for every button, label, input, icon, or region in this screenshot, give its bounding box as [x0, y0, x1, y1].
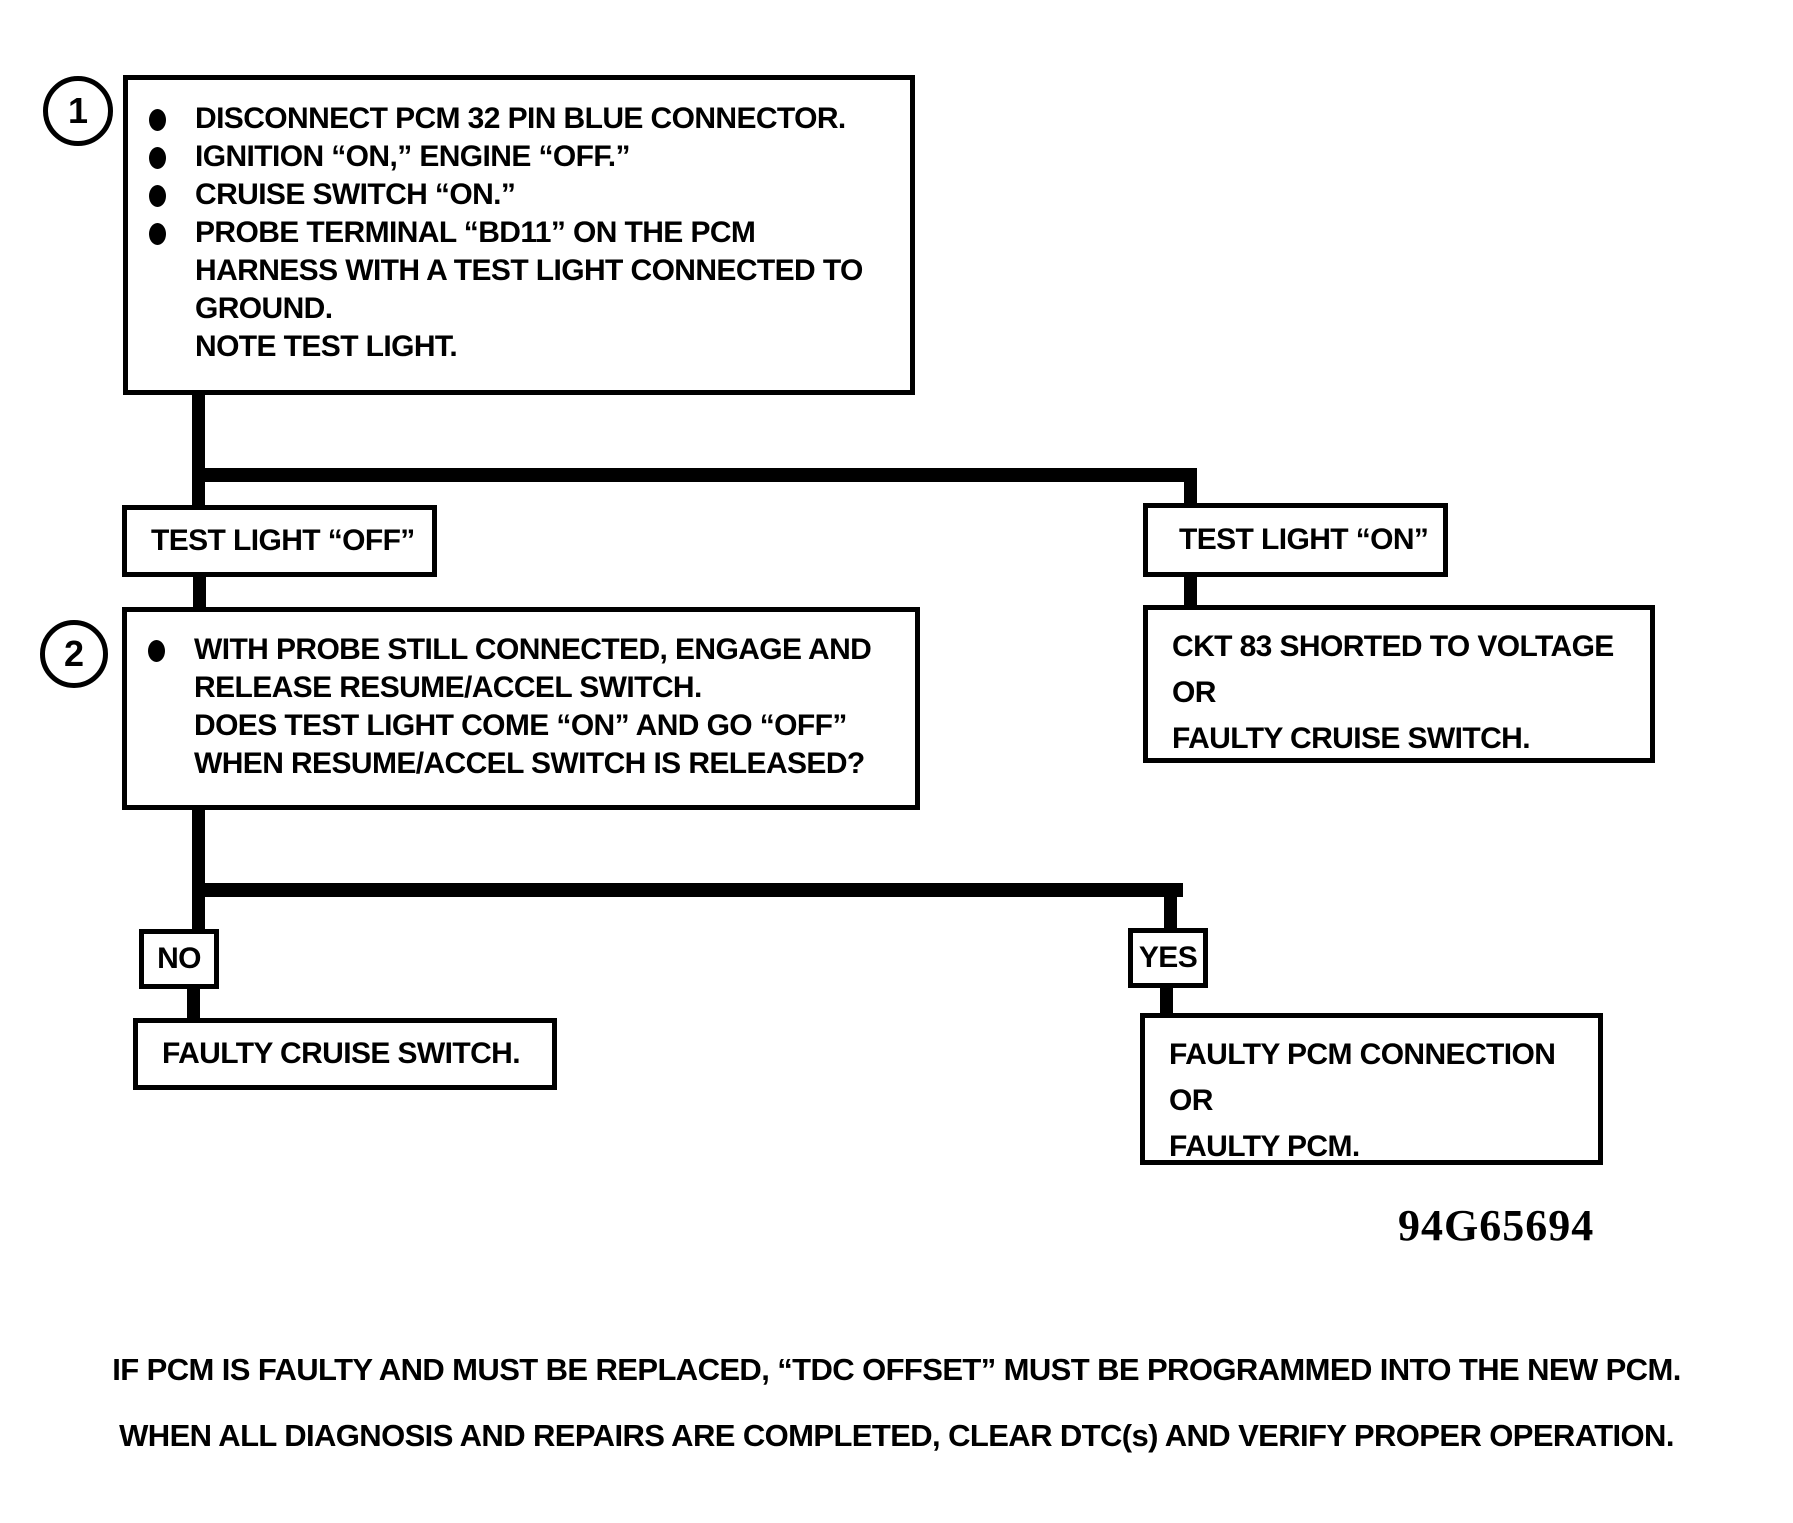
connector-branch1-right-drop: [1184, 468, 1197, 505]
connector-branch2-right-drop: [1164, 883, 1177, 929]
step-1-bullet-item: IGNITION “ON,” ENGINE “OFF.”: [149, 138, 896, 176]
step-1-badge: 1: [43, 76, 113, 146]
step-2-bullet-item: WITH PROBE STILL CONNECTED, ENGAGE AND R…: [148, 631, 901, 783]
connector-no-to-result: [187, 987, 200, 1018]
result-ckt83-box: CKT 83 SHORTED TO VOLTAGE OR FAULTY CRUI…: [1143, 605, 1655, 763]
answer-no-box: NO: [139, 929, 219, 989]
step-1-instruction: DISCONNECT PCM 32 PIN BLUE CONNECTOR.: [195, 102, 846, 135]
result-ckt83-text: CKT 83 SHORTED TO VOLTAGE OR FAULTY CRUI…: [1172, 630, 1614, 755]
step-1-instruction: CRUISE SWITCH “ON.”: [195, 178, 516, 211]
figure-number: 94G65694: [1398, 1201, 1595, 1250]
footnote-tdc-offset: IF PCM IS FAULTY AND MUST BE REPLACED, “…: [112, 1352, 1681, 1387]
step-1-bullet-item: DISCONNECT PCM 32 PIN BLUE CONNECTOR.: [149, 100, 896, 138]
bullet-icon: [149, 147, 166, 169]
connector-yes-to-result: [1160, 986, 1173, 1014]
result-faulty-cruise-box: FAULTY CRUISE SWITCH.: [133, 1018, 557, 1090]
test-light-off-label: TEST LIGHT “OFF”: [151, 524, 415, 557]
step-1-box: DISCONNECT PCM 32 PIN BLUE CONNECTOR. IG…: [123, 75, 915, 395]
connector-branch1-bar: [192, 468, 1197, 482]
step-1-bullet-item: PROBE TERMINAL “BD11” ON THE PCM HARNESS…: [149, 214, 896, 366]
step-1-bullet-item: CRUISE SWITCH “ON.”: [149, 176, 896, 214]
result-faulty-pcm-box: FAULTY PCM CONNECTION OR FAULTY PCM.: [1140, 1013, 1603, 1165]
connector-step1-down: [192, 393, 205, 505]
answer-yes-box: YES: [1128, 928, 1208, 988]
connector-on-to-result: [1184, 575, 1197, 607]
connector-off-to-step2: [193, 575, 206, 609]
result-faulty-cruise-text: FAULTY CRUISE SWITCH.: [162, 1037, 521, 1070]
bullet-icon: [149, 223, 166, 245]
step-2-badge-number: 2: [63, 633, 85, 674]
test-light-on-label: TEST LIGHT “ON”: [1179, 523, 1429, 556]
bullet-icon: [148, 640, 165, 662]
answer-no-label: NO: [157, 942, 201, 975]
connector-branch2-bar: [192, 883, 1183, 897]
test-light-on-box: TEST LIGHT “ON”: [1143, 503, 1448, 577]
step-2-question: WITH PROBE STILL CONNECTED, ENGAGE AND R…: [194, 633, 872, 780]
step-2-box: WITH PROBE STILL CONNECTED, ENGAGE AND R…: [122, 607, 920, 810]
bullet-icon: [149, 185, 166, 207]
step-1-instruction: IGNITION “ON,” ENGINE “OFF.”: [195, 140, 630, 173]
result-faulty-pcm-text: FAULTY PCM CONNECTION OR FAULTY PCM.: [1169, 1038, 1556, 1163]
answer-yes-label: YES: [1138, 941, 1198, 974]
step-2-badge: 2: [40, 620, 108, 688]
step-1-badge-number: 1: [67, 90, 89, 131]
test-light-off-box: TEST LIGHT “OFF”: [122, 505, 437, 577]
step-1-instruction: PROBE TERMINAL “BD11” ON THE PCM HARNESS…: [195, 216, 863, 363]
bullet-icon: [149, 109, 166, 131]
footnote-clear-dtc: WHEN ALL DIAGNOSIS AND REPAIRS ARE COMPL…: [119, 1418, 1674, 1453]
connector-step2-down: [192, 808, 205, 930]
